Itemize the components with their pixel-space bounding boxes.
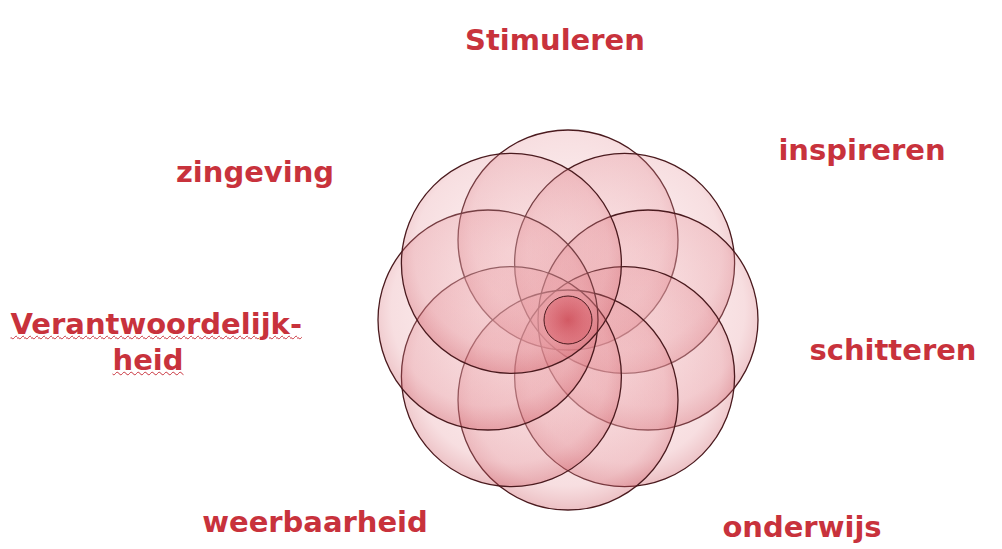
keyword-label: schitteren: [809, 332, 976, 368]
keyword-label: zingeving: [176, 154, 334, 190]
keyword-label: Verantwoordelijk- heid: [11, 306, 286, 379]
keyword-label: onderwijs: [722, 509, 881, 545]
overlapping-circles: [378, 130, 758, 510]
keyword-label: weerbaarheid: [202, 504, 428, 540]
keyword-label: Stimuleren: [465, 22, 645, 58]
keyword-label: inspireren: [778, 132, 945, 168]
petal-circle: [401, 153, 621, 373]
core-circle: [544, 296, 592, 344]
